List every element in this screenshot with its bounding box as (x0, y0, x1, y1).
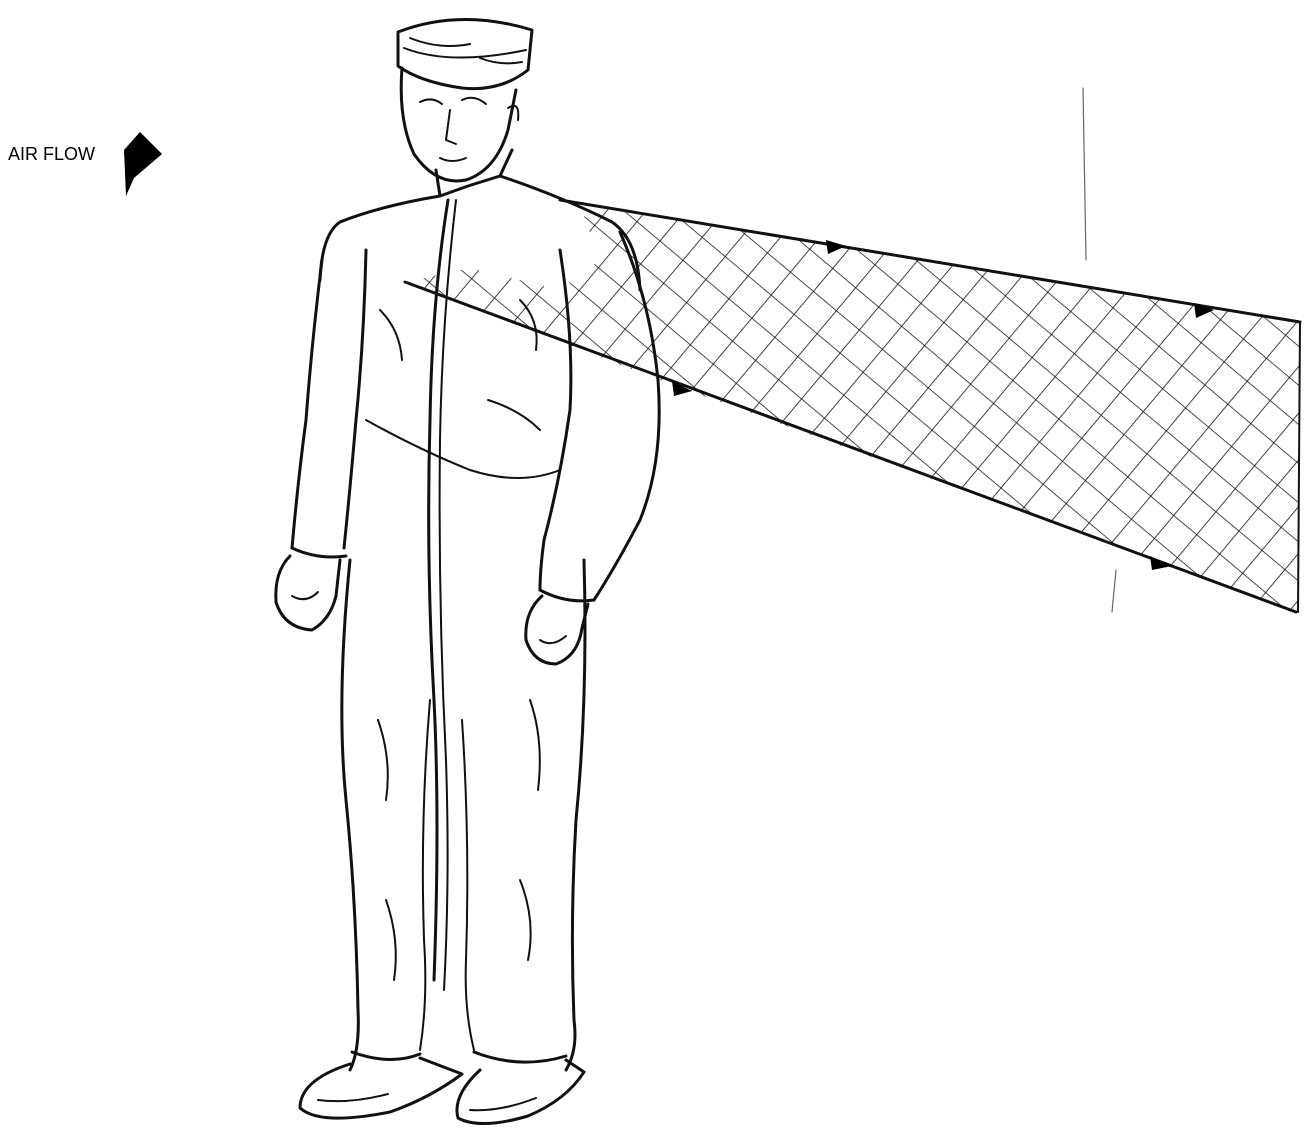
air-flow-label: AIR FLOW (8, 144, 95, 164)
hair-cap (398, 19, 532, 88)
cleanroom-worker (276, 19, 659, 1123)
contamination-plume (405, 200, 1300, 612)
shoe-covers (300, 1058, 584, 1124)
black-arrow-icon (124, 132, 162, 196)
air-flow-legend: AIR FLOW (8, 132, 162, 196)
